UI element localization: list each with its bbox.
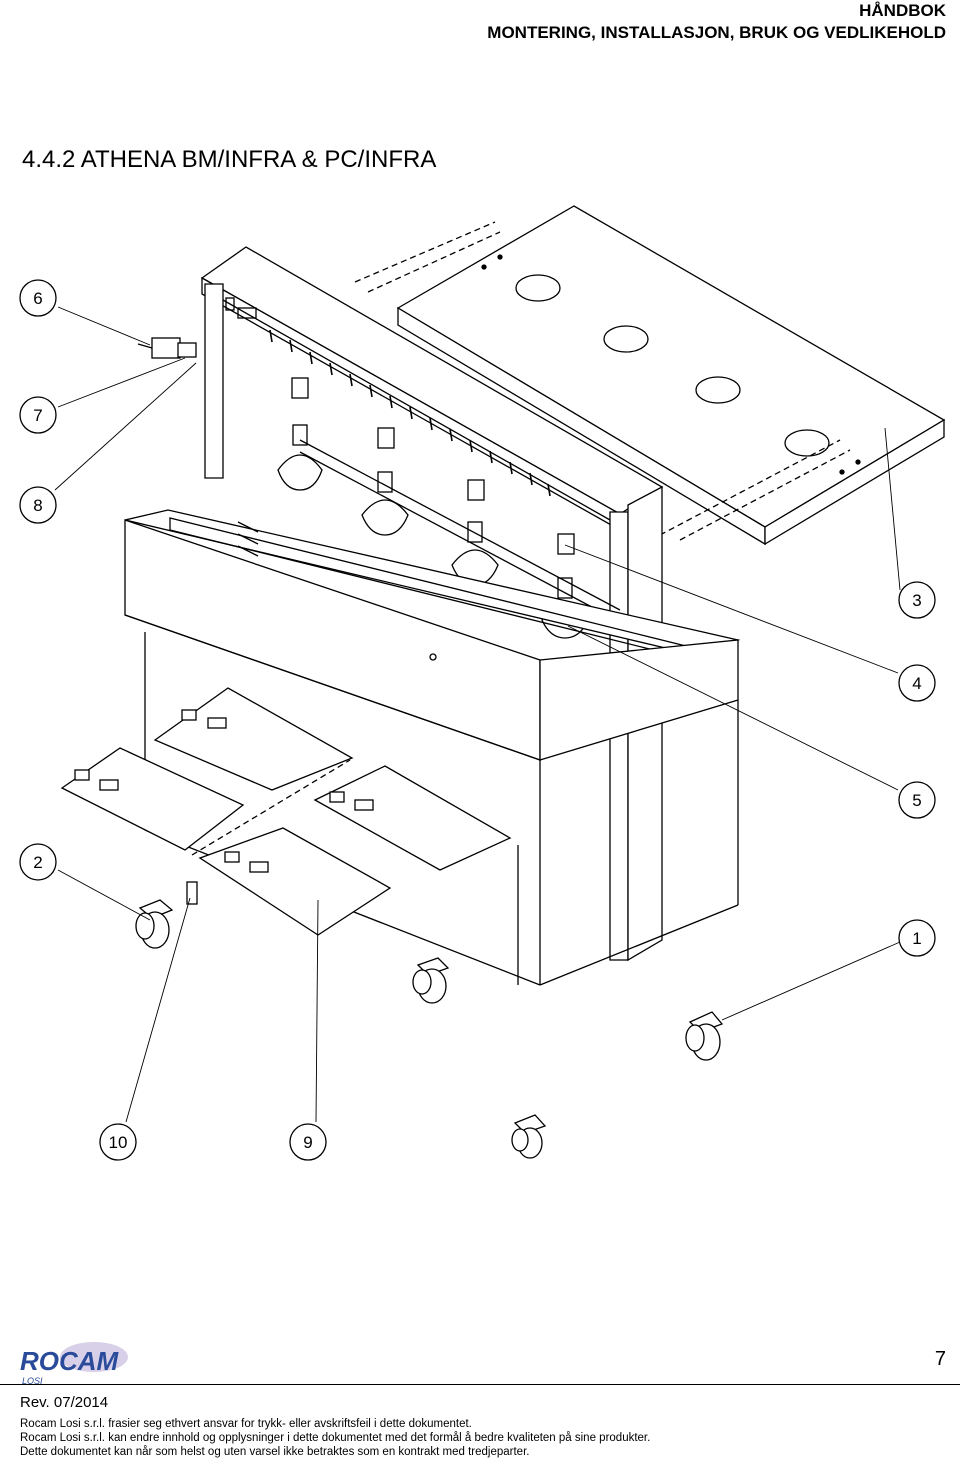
rocam-logo: ROCAM LOSI — [20, 1342, 128, 1386]
svg-text:LOSI: LOSI — [22, 1376, 43, 1386]
document-subtitle: MONTERING, INSTALLASJON, BRUK OG VEDLIKE… — [487, 23, 946, 42]
disclaimer-line-2: Rocam Losi s.r.l. kan endre innhold og o… — [20, 1432, 651, 1444]
callout-3: 3 — [898, 581, 936, 619]
callout-4: 4 — [898, 664, 936, 702]
castors — [135, 899, 724, 1159]
page-number: 7 — [934, 1348, 946, 1370]
callout-8: 8 — [19, 486, 57, 524]
vent-slots — [269, 329, 551, 497]
svg-text:7: 7 — [33, 406, 42, 425]
exploded-assembly-drawing: 6 7 8 3 4 5 2 1 10 9 — [19, 205, 946, 1161]
callout-7: 7 — [19, 396, 57, 434]
svg-text:6: 6 — [33, 289, 42, 308]
footer-divider — [0, 1384, 960, 1385]
disclaimer-line-1: Rocam Losi s.r.l. frasier seg ethvert an… — [20, 1418, 472, 1430]
svg-text:9: 9 — [303, 1133, 312, 1152]
leader-lines — [54, 306, 901, 1123]
cabinet-body — [124, 509, 741, 986]
svg-text:3: 3 — [912, 591, 921, 610]
svg-text:1: 1 — [912, 929, 921, 948]
svg-text:5: 5 — [912, 791, 921, 810]
heater-switch-panel — [225, 297, 257, 319]
svg-text:10: 10 — [109, 1133, 128, 1152]
power-switch-part — [137, 337, 197, 359]
callout-1: 1 — [898, 919, 936, 957]
callout-5: 5 — [898, 781, 936, 819]
callout-6: 6 — [19, 279, 57, 317]
revision-label: Rev. 07/2014 — [20, 1394, 109, 1411]
document-title: HÅNDBOK — [859, 1, 946, 20]
callout-2: 2 — [19, 843, 57, 881]
svg-text:8: 8 — [33, 496, 42, 515]
top-plate — [354, 205, 946, 546]
heating-plates — [60, 687, 512, 936]
svg-text:ROCAM: ROCAM — [20, 1346, 120, 1376]
section-title: 4.4.2 ATHENA BM/INFRA & PC/INFRA — [22, 146, 437, 173]
gantry-frame — [200, 246, 664, 962]
svg-text:4: 4 — [912, 674, 921, 693]
callout-9: 9 — [289, 1123, 327, 1161]
callout-10: 10 — [99, 1123, 137, 1161]
disclaimer-line-3: Dette dokumentet kan når som helst og ut… — [20, 1446, 530, 1458]
svg-text:2: 2 — [33, 853, 42, 872]
